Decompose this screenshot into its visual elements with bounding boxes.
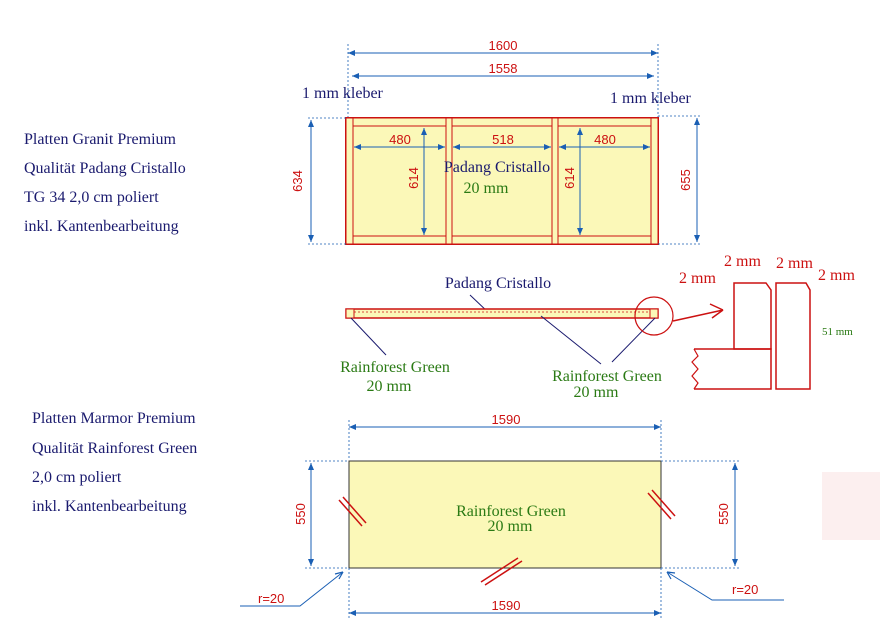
- marble-thickness-label: 20 mm: [488, 518, 533, 535]
- dim-seg-right: 480: [594, 132, 616, 147]
- marble-slab: [348, 460, 662, 569]
- granite-material-label: Padang Cristallo: [444, 159, 550, 176]
- granite-note-line-3: TG 34 2,0 cm poliert: [24, 189, 159, 206]
- section-view: Padang Cristallo Rainforest Green 20 mm …: [340, 253, 855, 401]
- section-right-label: Rainforest Green: [552, 368, 662, 385]
- marble-right-height: 550: [716, 503, 731, 525]
- support-right: [551, 117, 559, 245]
- dim-inner-height-left: 614: [406, 167, 421, 189]
- detail-gap-2: 2 mm: [724, 253, 761, 270]
- granite-thickness-label: 20 mm: [464, 180, 509, 197]
- marble-radius-left: r=20: [258, 591, 284, 606]
- detail-gap-3: 2 mm: [776, 255, 813, 272]
- glue-note-left: 1 mm kleber: [302, 85, 384, 102]
- granite-top-view: 1600 1558 1 mm kleber 1 mm kleber 634 65…: [290, 38, 700, 245]
- granite-slab: [345, 117, 659, 245]
- edge-finish-marks: [338, 489, 676, 586]
- marble-bottom-width: 1590: [492, 598, 521, 613]
- marble-top-width: 1590: [492, 412, 521, 427]
- detail-arrow-icon: [709, 303, 724, 319]
- marble-note-line-2: Qualität Rainforest Green: [32, 440, 197, 457]
- section-left-label: Rainforest Green: [340, 359, 450, 376]
- dim-overall-label: 1600: [489, 38, 518, 53]
- granite-note-line-1: Platten Granit Premium: [24, 131, 177, 148]
- section-slab: [345, 308, 659, 319]
- edge-detail: [691, 282, 811, 390]
- detail-gap-1: 2 mm: [679, 270, 716, 287]
- glue-note-right: 1 mm kleber: [610, 90, 692, 107]
- marble-note-line-3: 2,0 cm poliert: [32, 469, 122, 486]
- dim-seg-left: 480: [389, 132, 411, 147]
- dim-inner-height-right: 614: [562, 167, 577, 189]
- marble-top-view: 1590 550 550 1590 Rainforest Green 20 mm…: [240, 412, 784, 618]
- marble-note-line-1: Platten Marmor Premium: [32, 410, 196, 427]
- marble-note-line-4: inkl. Kantenbearbeitung: [32, 498, 187, 515]
- marble-material-label: Rainforest Green: [456, 503, 566, 520]
- marble-left-height: 550: [293, 503, 308, 525]
- granite-note-line-2: Qualität Padang Cristallo: [24, 160, 186, 177]
- support-left: [445, 117, 453, 245]
- section-top-label: Padang Cristallo: [445, 275, 551, 292]
- dim-left-height: 634: [290, 170, 305, 192]
- section-right-thickness: 20 mm: [574, 384, 619, 401]
- detail-height: 51 mm: [822, 326, 853, 338]
- dim-seg-mid: 518: [492, 132, 514, 147]
- granite-note-line-4: inkl. Kantenbearbeitung: [24, 218, 179, 235]
- section-left-thickness: 20 mm: [367, 378, 412, 395]
- dim-right-height: 655: [678, 169, 693, 191]
- detail-gap-4: 2 mm: [818, 267, 855, 284]
- background-artifact: [822, 472, 880, 540]
- marble-radius-right: r=20: [732, 582, 758, 597]
- detail-circle: [634, 296, 674, 336]
- dim-inner-label: 1558: [489, 61, 518, 76]
